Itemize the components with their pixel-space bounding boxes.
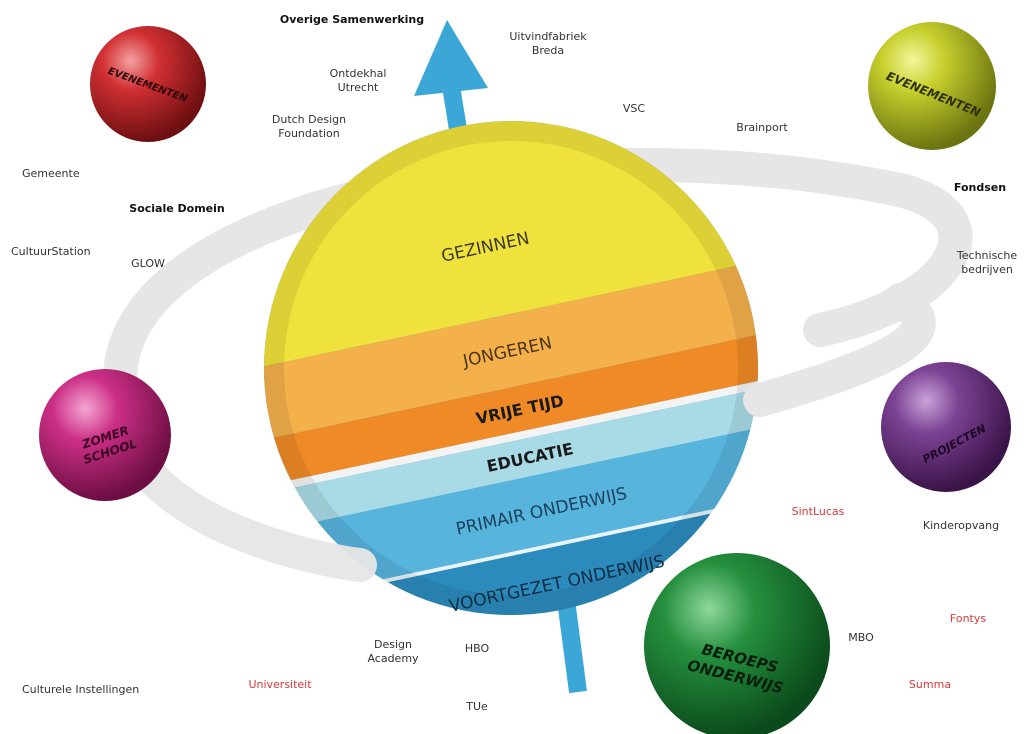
label-glow: GLOW: [131, 257, 165, 270]
label-technische-line2: bedrijven: [961, 263, 1013, 276]
label-hbo: HBO: [464, 642, 490, 655]
label-fontys: Fontys: [949, 612, 987, 625]
label-design-academy-line2: Academy: [367, 652, 419, 665]
layer-educatie-band: [264, 378, 758, 532]
label-gemeente: Gemeente: [22, 167, 80, 180]
label-kinderopvang: Kinderopvang: [922, 519, 1000, 532]
label-uitvindfabriek-line2: Breda: [531, 44, 565, 57]
label-uitvindfabriek-line1: Uitvindfabriek: [509, 30, 587, 43]
label-ontdekhal-line2: Utrecht: [337, 81, 379, 94]
axis-arrowhead: [414, 20, 488, 96]
label-universiteit: Universiteit: [248, 678, 312, 691]
label-fondsen: Fondsen: [953, 181, 1007, 194]
label-dutch-design-line2: Foundation: [278, 127, 340, 140]
label-tue: TUe: [466, 700, 488, 713]
label-technische-bedrijven: Technische bedrijven: [957, 249, 1017, 277]
label-cultuurstation: CultuurStation: [11, 245, 91, 258]
label-sintlucas: SintLucas: [791, 505, 845, 518]
label-design-academy-line1: Design: [374, 638, 412, 651]
label-mbo: MBO: [848, 631, 874, 644]
layer-primair-band: [268, 415, 758, 601]
moon-evenementen-left: EVENEMENTEN: [90, 26, 206, 142]
label-ontdekhal-line1: Ontdekhal: [329, 67, 387, 80]
label-dutch-design-line1: Dutch Design: [271, 113, 347, 126]
label-ontdekhal: Ontdekhal Utrecht: [330, 67, 387, 95]
label-summa: Summa: [908, 678, 952, 691]
label-design-academy: Design Academy: [367, 638, 418, 666]
moon-beroeps-onderwijs: BEROEPS ONDERWIJS: [644, 553, 830, 734]
label-technische-line1: Technische: [956, 249, 1018, 262]
label-brainport: Brainport: [736, 121, 788, 134]
layer-jongeren-band: [264, 256, 758, 443]
label-uitvindfabriek: Uitvindfabriek Breda: [509, 30, 586, 58]
moon-zomer-school: ZOMER SCHOOL: [39, 369, 171, 501]
axis-line-bottom: [557, 598, 587, 694]
moon-projecten: PROJECTEN: [881, 362, 1011, 492]
label-sociale-domein: Sociale Domein: [129, 202, 225, 215]
label-culturele-instellingen: Culturele Instellingen: [22, 683, 140, 696]
label-dutch-design: Dutch Design Foundation: [272, 113, 346, 141]
orbit-ring-back: [103, 147, 973, 397]
label-vsc: VSC: [622, 102, 646, 115]
layer-vrije-tijd-band: [264, 326, 758, 487]
moon-evenementen-right: EVENEMENTEN: [868, 22, 996, 150]
label-overige-samenwerking: Overige Samenwerking: [279, 13, 425, 26]
